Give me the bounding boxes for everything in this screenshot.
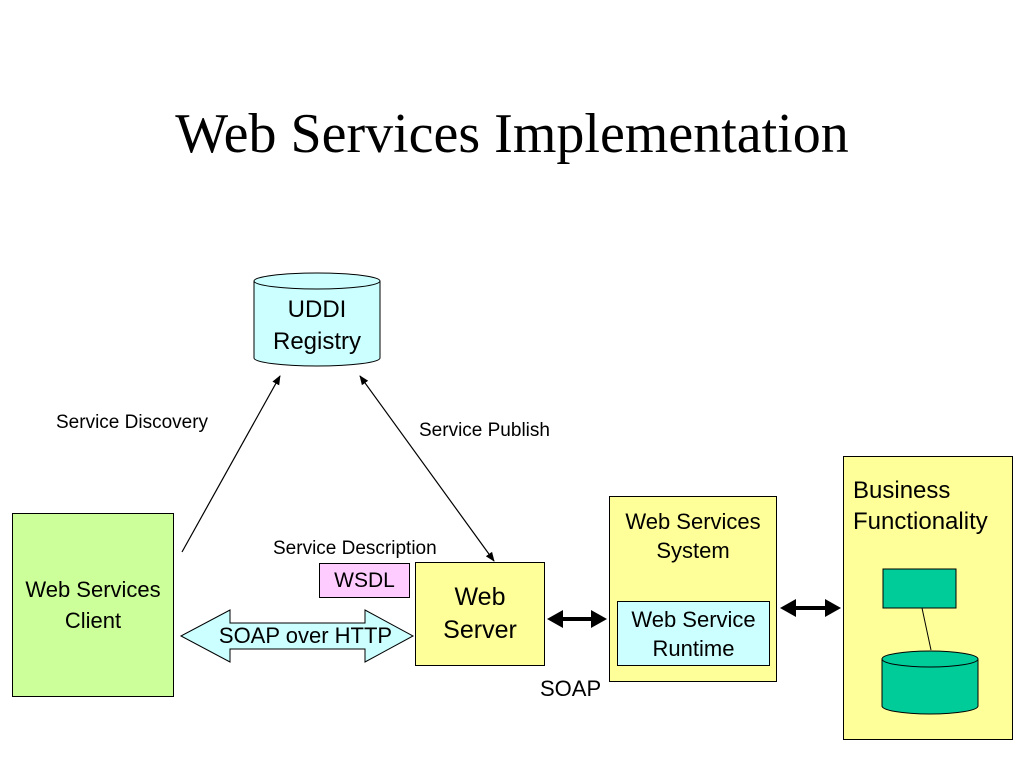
web-service-runtime-box: Web Service Runtime (617, 601, 770, 666)
runtime-label-line2: Runtime (652, 635, 735, 661)
client-label-line2: Client (64, 608, 122, 633)
ws-system-label-line2: System (656, 538, 730, 563)
system-business-connector (780, 599, 841, 617)
uddi-label-line1: UDDI (287, 296, 347, 323)
service-publish-label: Service Publish (419, 420, 550, 441)
business-database-cylinder (881, 650, 979, 715)
service-description-label: Service Description (273, 538, 437, 559)
business-label-line2: Functionality (853, 508, 988, 535)
soap-label: SOAP (540, 676, 602, 701)
uddi-registry-cylinder (253, 272, 381, 367)
uddi-registry-label: UDDI Registry (254, 294, 380, 358)
uddi-label-line2: Registry (272, 328, 362, 355)
business-component-link (921, 607, 932, 651)
service-publish-arrow (359, 375, 495, 562)
business-functionality-title: Business Functionality (853, 475, 988, 537)
web-server-label-line2: Server (443, 616, 517, 644)
client-label-line1: Web Services (25, 577, 161, 602)
slide-title: Web Services Implementation (175, 103, 849, 165)
web-services-client-box: Web Services Client (12, 513, 174, 697)
runtime-label-line1: Web Service (631, 606, 756, 632)
server-system-connector (547, 610, 607, 628)
web-services-system-title: Web Services System (610, 507, 776, 565)
web-server-box: Web Server (415, 562, 545, 666)
soap-over-http-label: SOAP over HTTP (218, 623, 393, 648)
business-internals (881, 568, 979, 715)
web-server-label-line1: Web (454, 583, 506, 611)
business-component-rect (882, 568, 957, 609)
service-discovery-arrow (181, 375, 281, 553)
service-discovery-label: Service Discovery (56, 412, 209, 433)
wsdl-box: WSDL (319, 563, 410, 598)
soap-over-http-arrow (179, 609, 415, 663)
business-functionality-box: Business Functionality (843, 456, 1013, 740)
business-label-line1: Business (853, 477, 951, 504)
ws-system-label-line1: Web Services (625, 509, 761, 534)
